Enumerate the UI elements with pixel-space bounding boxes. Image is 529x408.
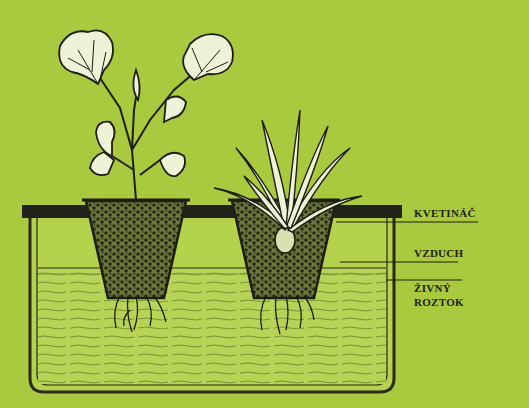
pot-label: KVETINÁČ [414,207,494,221]
air-label: VZDUCH [414,247,494,261]
nutrient-solution-label: ŽIVNÝ ROZTOK [414,282,466,310]
